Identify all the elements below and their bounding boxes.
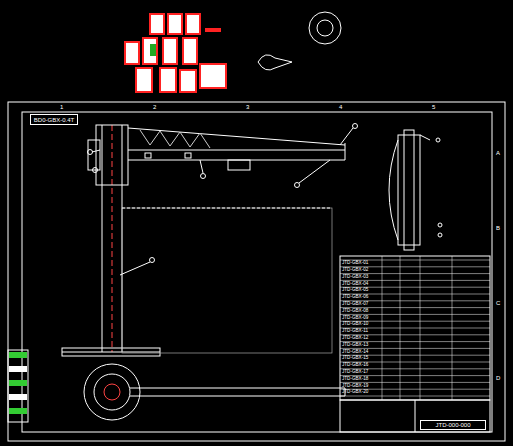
part-code: JTD-GBX-02	[342, 268, 368, 273]
plan-view	[84, 364, 345, 420]
table-rule	[382, 256, 383, 400]
zone-number: 4	[339, 104, 342, 110]
jib-arm	[128, 128, 345, 170]
trolley	[228, 160, 250, 170]
part-code: JTD-GBX-15	[342, 356, 368, 361]
zone-letter: C	[496, 300, 500, 306]
drawing-number: JTD-000-000	[420, 420, 486, 430]
working-range	[122, 208, 332, 353]
part-code: JTD-GBX-09	[342, 316, 368, 321]
part-code: JTD-GBX-07	[342, 302, 368, 307]
zone-letter: A	[496, 150, 500, 156]
callout-balloons	[88, 124, 358, 276]
part-code: JTD-GBX-10	[342, 322, 368, 327]
flange-detail	[258, 12, 341, 70]
zone-letter: B	[496, 225, 500, 231]
part-code: JTD-GBX-01	[342, 261, 368, 266]
part-code: JTD-GBX-19	[342, 384, 368, 389]
side-view	[389, 130, 442, 250]
zone-number: 2	[153, 104, 156, 110]
part-code: JTD-GBX-06	[342, 295, 368, 300]
zone-number: 5	[432, 104, 435, 110]
node-text: JTD-000-000	[435, 422, 470, 428]
parts-table	[340, 256, 490, 432]
zone-number: 3	[246, 104, 249, 110]
revision-strip	[8, 350, 28, 422]
part-code: JTD-GBX-13	[342, 343, 368, 348]
part-code: JTD-GBX-12	[342, 336, 368, 341]
part-code: JTD-GBX-18	[342, 377, 368, 382]
part-code: JTD-GBX-11	[342, 329, 368, 334]
part-code: JTD-GBX-16	[342, 363, 368, 368]
sheet-border	[8, 102, 505, 441]
table-rule	[420, 256, 421, 400]
table-rule	[452, 256, 453, 400]
part-code: JTD-GBX-17	[342, 370, 368, 375]
table-rule	[400, 256, 401, 400]
zone-number: 1	[60, 104, 63, 110]
drawing-border	[22, 112, 492, 432]
part-code: JTD-GBX-04	[342, 282, 368, 287]
title-tag: BD0-GBX-0.4T	[30, 114, 78, 125]
part-code: JTD-GBX-08	[342, 309, 368, 314]
part-code: JTD-GBX-14	[342, 350, 368, 355]
zone-letter: D	[496, 375, 500, 381]
part-code: JTD-GBX-03	[342, 275, 368, 280]
table-rule	[340, 396, 490, 397]
node-text: BD0-GBX-0.4T	[34, 117, 74, 123]
part-code: JTD-GBX-05	[342, 288, 368, 293]
thumbnail-icons	[125, 14, 226, 92]
revision-strip-fills	[9, 352, 27, 414]
part-code: JTD-GBX-20	[342, 390, 368, 395]
